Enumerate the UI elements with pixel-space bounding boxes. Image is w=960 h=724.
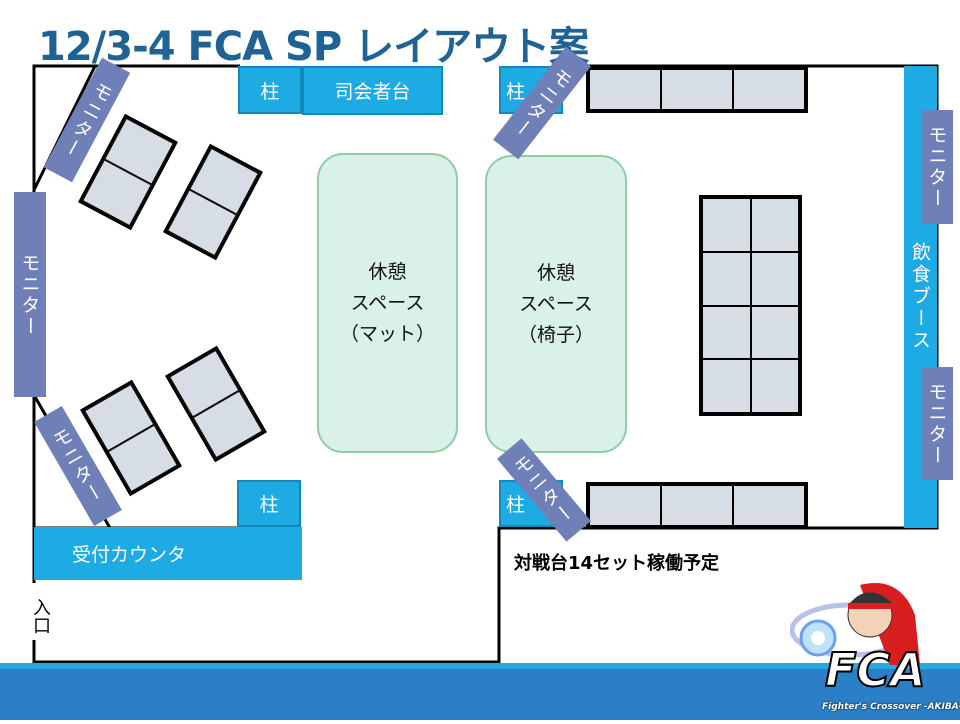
pillar: 柱 (238, 66, 302, 114)
rest-label: （マット） (339, 322, 435, 345)
mc-stand: 司会者台 (302, 66, 443, 115)
rest-label: スペース (350, 291, 425, 314)
page-title: 12/3-4 FCA SP レイアウト案 (38, 24, 589, 70)
game-tables-top (586, 66, 808, 113)
reception-counter: 受付カウンタ (34, 527, 302, 580)
fca-logo: FCA Fighter's Crossover -AKIBA- (789, 575, 960, 720)
game-tables-grid (699, 195, 802, 416)
logo-text: FCA (824, 643, 927, 697)
monitor: モニター (921, 110, 953, 224)
note-text: 対戦台14セット稼働予定 (514, 553, 720, 574)
rest-label: スペース (519, 292, 593, 315)
rest-area-mat: 休憩スペース （マット） (317, 153, 458, 453)
monitor: モニター (14, 192, 46, 397)
entrance-label: 入口 (30, 598, 51, 634)
rest-label: （椅子） (517, 323, 594, 346)
rest-label: 休憩 (536, 261, 575, 284)
rest-area-chairs: 休憩スペース （椅子） (485, 155, 627, 453)
rest-label: 休憩 (368, 260, 407, 283)
footer-band (0, 663, 960, 720)
pillar: 柱 (237, 480, 301, 527)
logo-subtitle: Fighter's Crossover -AKIBA- (822, 702, 960, 712)
logo-mascot-icon (789, 583, 920, 665)
monitor: モニター (921, 367, 953, 480)
game-tables-bottom (586, 482, 808, 529)
